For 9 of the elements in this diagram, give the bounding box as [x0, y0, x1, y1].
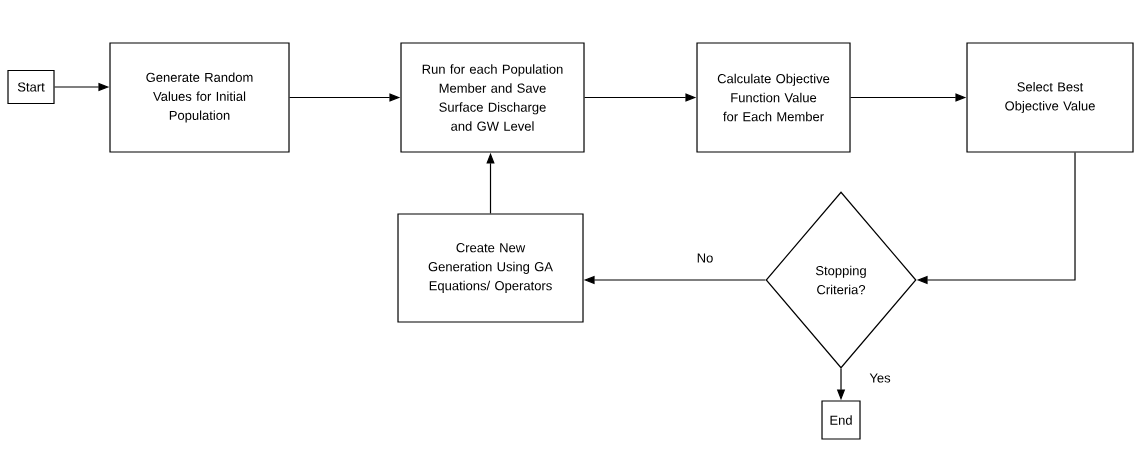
- process-box: Run for each Population Member and Save Surface Discharge and GW Level: [400, 42, 585, 153]
- process-box: Create New Generation Using GA Equations/ Operators: [397, 213, 584, 323]
- terminal-box: End: [821, 400, 861, 440]
- edge-label: Yes: [868, 372, 892, 384]
- process-box: Generate Random Values for Initial Population: [109, 42, 290, 153]
- edge-label: No: [695, 252, 715, 264]
- terminal-box: Start: [7, 69, 55, 105]
- process-box: Select Best Objective Value: [966, 42, 1134, 153]
- process-box: Calculate Objective Function Value for Each Member: [696, 42, 851, 153]
